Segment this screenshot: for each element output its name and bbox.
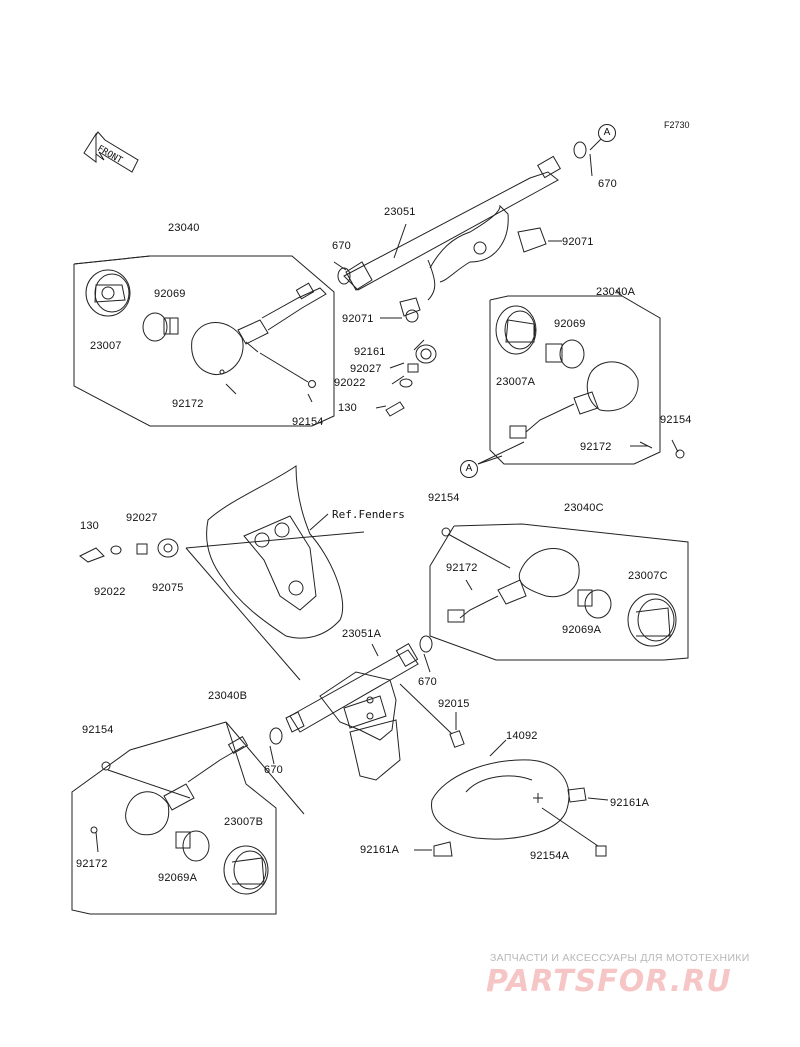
part-92022-b[interactable]: 92022 <box>94 586 126 598</box>
bulb-92069A-b <box>175 830 210 862</box>
bolt-130-b <box>79 547 105 563</box>
part-92069A-c[interactable]: 92069A <box>562 624 602 636</box>
part-92069[interactable]: 92069 <box>154 288 186 300</box>
part-92154A[interactable]: 92154A <box>530 850 570 862</box>
fender-panel <box>206 465 344 639</box>
bolt-130 <box>385 401 405 417</box>
washer-92022 <box>399 378 413 388</box>
turn-signal-shell-a <box>509 361 639 439</box>
part-92172-b[interactable]: 92172 <box>76 858 108 870</box>
nut-92154-b <box>101 761 111 771</box>
cushion-92161A-l <box>433 841 453 857</box>
part-92161[interactable]: 92161 <box>354 346 386 358</box>
oring-670-center <box>419 635 433 653</box>
part-92172-a[interactable]: 92172 <box>580 441 612 453</box>
part-92015[interactable]: 92015 <box>438 698 470 710</box>
bulb-92069-a <box>545 339 585 369</box>
part-23051[interactable]: 23051 <box>384 206 416 218</box>
watermark-logo: PARTSFOR.RU <box>486 964 732 999</box>
part-14092[interactable]: 14092 <box>506 730 538 742</box>
nut-92154 <box>308 380 316 388</box>
part-92071-right[interactable]: 92071 <box>562 236 594 248</box>
part-92075[interactable]: 92075 <box>152 582 184 594</box>
part-92172[interactable]: 92172 <box>172 398 204 410</box>
part-92161A-r[interactable]: 92161A <box>610 797 650 809</box>
turn-signal-shell-b <box>125 735 249 836</box>
lens-housing-23007 <box>85 269 131 317</box>
bulb-92069 <box>142 312 179 342</box>
part-670-top[interactable]: 670 <box>598 178 617 190</box>
collar-92027 <box>407 363 419 373</box>
part-92161A-l[interactable]: 92161A <box>360 844 400 856</box>
part-92154-b[interactable]: 92154 <box>82 724 114 736</box>
screw-92154A <box>595 845 607 857</box>
part-92071-left[interactable]: 92071 <box>342 313 374 325</box>
bulb-92069A-c <box>577 589 612 619</box>
group-box-23040C <box>429 523 689 661</box>
part-130-b[interactable]: 130 <box>80 520 99 532</box>
part-23007A[interactable]: 23007A <box>496 376 536 388</box>
cover-14092 <box>431 759 570 840</box>
part-23040[interactable]: 23040 <box>168 222 200 234</box>
callout-a-top: A <box>598 124 616 142</box>
nut-92154-c <box>441 527 451 537</box>
oring-670 <box>337 267 351 285</box>
group-box-23040B <box>71 721 277 915</box>
part-670-lower[interactable]: 670 <box>264 764 283 776</box>
lens-23007B <box>223 845 269 895</box>
bolt-92015 <box>449 730 465 748</box>
front-arrow-icon <box>83 131 139 173</box>
grommet-92075 <box>157 538 179 558</box>
part-92022[interactable]: 92022 <box>334 377 366 389</box>
callout-a-bottom: A <box>460 460 478 478</box>
part-92069A-b[interactable]: 92069A <box>158 872 198 884</box>
part-92027-b[interactable]: 92027 <box>126 512 158 524</box>
part-670-mid[interactable]: 670 <box>332 240 351 252</box>
lens-housing-23007A <box>495 305 537 355</box>
part-23007[interactable]: 23007 <box>90 340 122 352</box>
part-23040A[interactable]: 23040A <box>596 286 636 298</box>
grommet-92161 <box>415 344 437 364</box>
oring-670-top <box>573 141 587 159</box>
group-box-23040A <box>489 295 661 465</box>
part-130[interactable]: 130 <box>338 402 357 414</box>
part-670-center[interactable]: 670 <box>418 676 437 688</box>
figure-code: F2730 <box>664 120 690 130</box>
stay-23051 <box>343 155 561 323</box>
part-92154-a[interactable]: 92154 <box>660 414 692 426</box>
part-23007B[interactable]: 23007B <box>224 816 264 828</box>
part-92154[interactable]: 92154 <box>292 416 324 428</box>
part-92027[interactable]: 92027 <box>350 363 382 375</box>
part-23040B[interactable]: 23040B <box>208 690 248 702</box>
collar-92027-b <box>136 543 148 555</box>
stay-23051A <box>285 643 419 781</box>
turn-signal-shell <box>191 282 327 395</box>
lens-23007C <box>627 593 677 647</box>
group-box-23040 <box>73 255 335 427</box>
part-92154-c[interactable]: 92154 <box>428 492 460 504</box>
oring-670-lower <box>269 727 283 745</box>
part-23007C[interactable]: 23007C <box>628 570 668 582</box>
ref-fenders-note[interactable]: Ref.Fenders <box>332 508 405 521</box>
turn-signal-shell-c <box>447 548 580 623</box>
part-92172-c[interactable]: 92172 <box>446 562 478 574</box>
nut-92154-a <box>675 449 685 459</box>
watermark-tagline: ЗАПЧАСТИ И АКСЕССУАРЫ ДЛЯ МОТОТЕХНИКИ <box>490 952 750 964</box>
cushion-92161A-r <box>567 787 587 803</box>
part-23051A[interactable]: 23051A <box>342 628 382 640</box>
washer-92022-b <box>110 545 122 555</box>
part-92069-a[interactable]: 92069 <box>554 318 586 330</box>
part-23040C[interactable]: 23040C <box>564 502 604 514</box>
